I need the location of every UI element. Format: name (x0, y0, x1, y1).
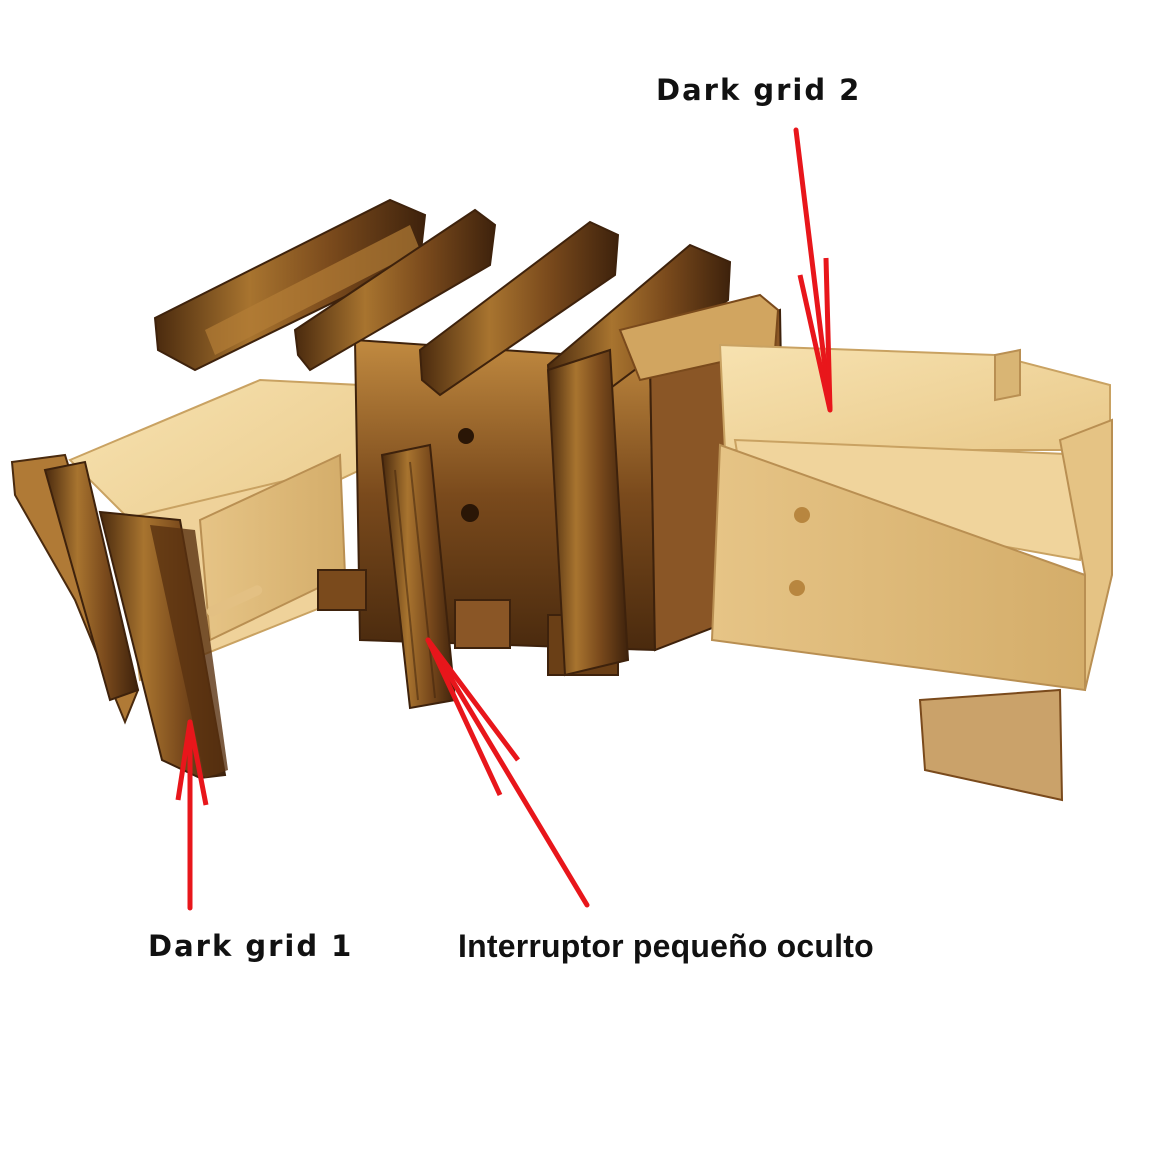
label-dark-grid-2: Dark grid 2 (656, 73, 862, 107)
right-drawer (710, 343, 1113, 802)
right-vertical-post (546, 348, 630, 677)
arrow-hidden-switch (425, 637, 590, 908)
arrow-dark-grid-2 (793, 127, 833, 413)
label-dark-grid-1: Dark grid 1 (148, 929, 354, 963)
left-end-panels (10, 453, 228, 780)
label-hidden-switch: Interruptor pequeño oculto (458, 928, 874, 964)
arrow-dark-grid-1 (175, 719, 209, 911)
